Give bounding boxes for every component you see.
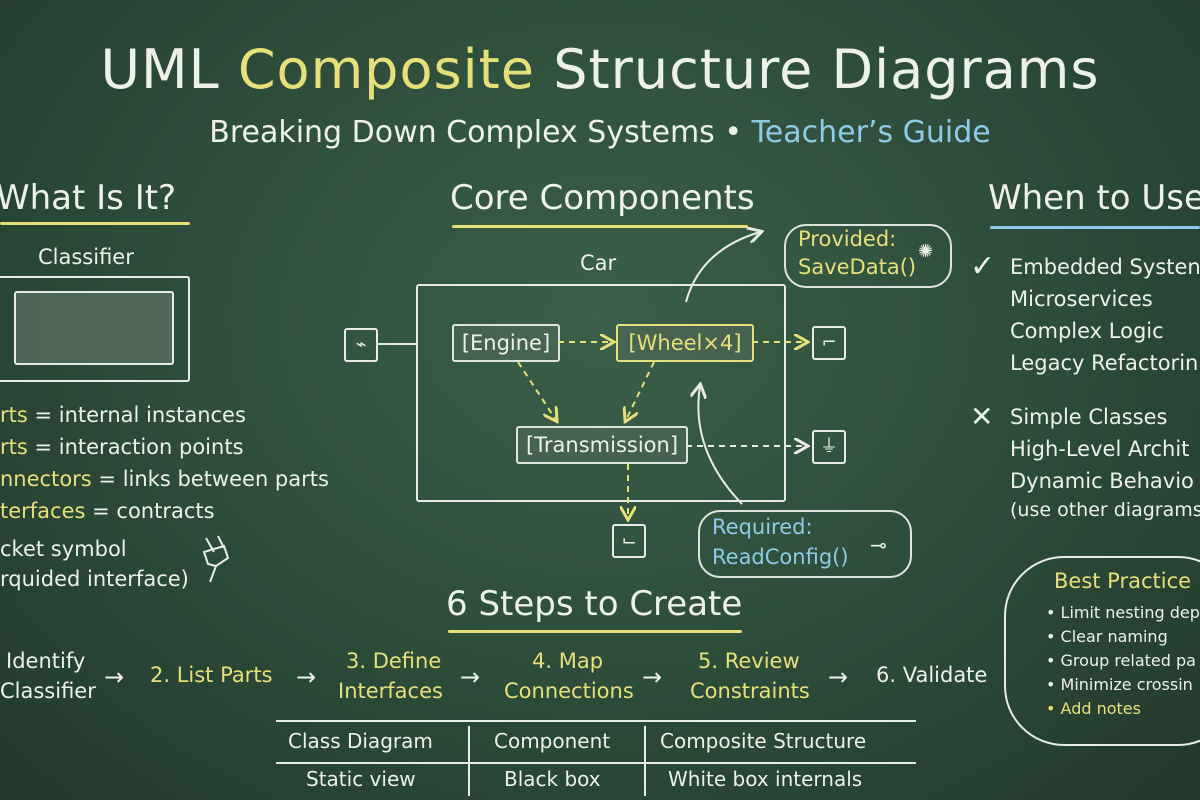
- step-4-line1: 4. Map: [532, 649, 604, 673]
- table-cell-white-box: White box internals: [668, 767, 863, 791]
- car-classifier-box: [416, 284, 786, 502]
- right-port-icon: ⌐: [812, 326, 846, 360]
- avoid-item-note: (use other diagrams: [1010, 499, 1200, 521]
- step-arrow: →: [296, 663, 317, 691]
- provided-interface-bubble: [784, 224, 952, 288]
- step-1-line1: Identify: [6, 649, 86, 673]
- best-practices-heading: Best Practice: [1054, 569, 1192, 593]
- best-practices-cloud: [1004, 556, 1200, 746]
- best-practice-item: • Minimize crossin: [1046, 675, 1193, 694]
- avoid-item-simple: Simple Classes: [1010, 405, 1168, 429]
- definition-interfaces: terfaces = contracts: [0, 499, 215, 523]
- socket-port-icon: ⏚: [812, 430, 846, 464]
- core-components-underline: [452, 225, 748, 228]
- provided-method: SaveData(): [798, 255, 917, 279]
- provided-interface-arrow: [685, 232, 760, 303]
- page-subtitle: Breaking Down Complex Systems • Teacher’…: [0, 116, 1200, 149]
- use-item-embedded: Embedded Systen: [1010, 255, 1200, 279]
- avoid-item-high-level: High-Level Archit: [1010, 437, 1190, 461]
- step-1-line2: Classifier: [0, 679, 96, 703]
- socket-symbol-line1: cket symbol: [0, 537, 127, 561]
- bottom-port-icon: ⌙: [612, 524, 646, 558]
- step-4-line2: Connections: [504, 679, 634, 703]
- table-header-class-diagram: Class Diagram: [288, 729, 433, 753]
- car-label: Car: [580, 251, 617, 275]
- definition-ports: rts = interaction points: [0, 435, 244, 459]
- required-interface-arrow: [698, 386, 743, 505]
- table-divider: [644, 726, 646, 796]
- table-middle-rule: [276, 762, 916, 764]
- when-to-use-heading: When to Use: [988, 178, 1200, 218]
- engine-to-transmission-connector: [517, 361, 556, 420]
- steps-heading: 6 Steps to Create: [446, 584, 743, 624]
- subtitle-accent: Teacher’s Guide: [751, 115, 991, 150]
- socket-icon: ⊸: [870, 533, 887, 557]
- what-is-it-heading: What Is It?: [0, 178, 177, 218]
- check-icon: ✓: [970, 249, 996, 284]
- required-label: Required:: [712, 515, 813, 539]
- wheel-to-transmission-connector: [626, 361, 655, 420]
- use-item-legacy: Legacy Refactorin: [1010, 351, 1199, 375]
- table-top-rule: [276, 720, 916, 722]
- table-header-component: Component: [494, 729, 611, 753]
- step-2: 2. List Parts: [150, 663, 273, 687]
- step-6: 6. Validate: [876, 663, 988, 687]
- definition-connectors: nnectors = links between parts: [0, 467, 329, 491]
- left-port-icon: ⌁: [344, 328, 378, 362]
- table-cell-black-box: Black box: [504, 767, 601, 791]
- classifier-box: [0, 276, 190, 382]
- best-practice-item: • Clear naming: [1046, 627, 1168, 646]
- cross-icon: ✕: [970, 400, 994, 433]
- best-practice-item-notes: • Add notes: [1046, 699, 1141, 718]
- table-cell-static-view: Static view: [306, 767, 416, 791]
- table-divider: [468, 726, 470, 796]
- classifier-label: Classifier: [38, 245, 134, 269]
- provided-label: Provided:: [798, 227, 897, 251]
- title-accent: Composite: [237, 38, 536, 101]
- wheel-part: [Wheel×4]: [616, 324, 754, 362]
- use-item-complex-logic: Complex Logic: [1010, 319, 1164, 343]
- when-to-use-underline: [990, 226, 1200, 229]
- title-prefix: UML: [100, 38, 238, 101]
- step-5-line1: 5. Review: [698, 649, 800, 673]
- what-is-it-underline: [0, 222, 190, 225]
- step-3-line2: Interfaces: [338, 679, 443, 703]
- title-suffix: Structure Diagrams: [535, 38, 1100, 101]
- step-arrow: →: [104, 663, 125, 691]
- plug-icon: [202, 535, 230, 583]
- step-3-line1: 3. Define: [346, 649, 442, 673]
- avoid-item-dynamic: Dynamic Behavio: [1010, 469, 1194, 493]
- engine-part: [Engine]: [452, 324, 560, 362]
- use-item-microservices: Microservices: [1010, 287, 1153, 311]
- steps-underline: [448, 630, 742, 633]
- required-interface-bubble: [698, 510, 912, 578]
- step-5-line2: Constraints: [690, 679, 810, 703]
- lightbulb-icon: ✺: [918, 241, 934, 262]
- classifier-inner-box: [14, 291, 174, 365]
- definition-parts: rts = internal instances: [0, 403, 246, 427]
- table-header-composite: Composite Structure: [660, 729, 867, 753]
- step-arrow: →: [460, 663, 481, 691]
- core-components-heading: Core Components: [450, 178, 755, 218]
- required-method: ReadConfig(): [712, 545, 849, 569]
- best-practice-item: • Group related pa: [1046, 651, 1196, 670]
- step-arrow: →: [828, 663, 849, 691]
- step-arrow: →: [642, 663, 663, 691]
- subtitle-main: Breaking Down Complex Systems •: [209, 115, 743, 150]
- socket-symbol-line2: rquided interface): [0, 567, 189, 591]
- transmission-part: [Transmission]: [516, 426, 688, 464]
- best-practice-item: • Limit nesting dep: [1046, 603, 1200, 622]
- page-title: UML Composite Structure Diagrams: [0, 40, 1200, 99]
